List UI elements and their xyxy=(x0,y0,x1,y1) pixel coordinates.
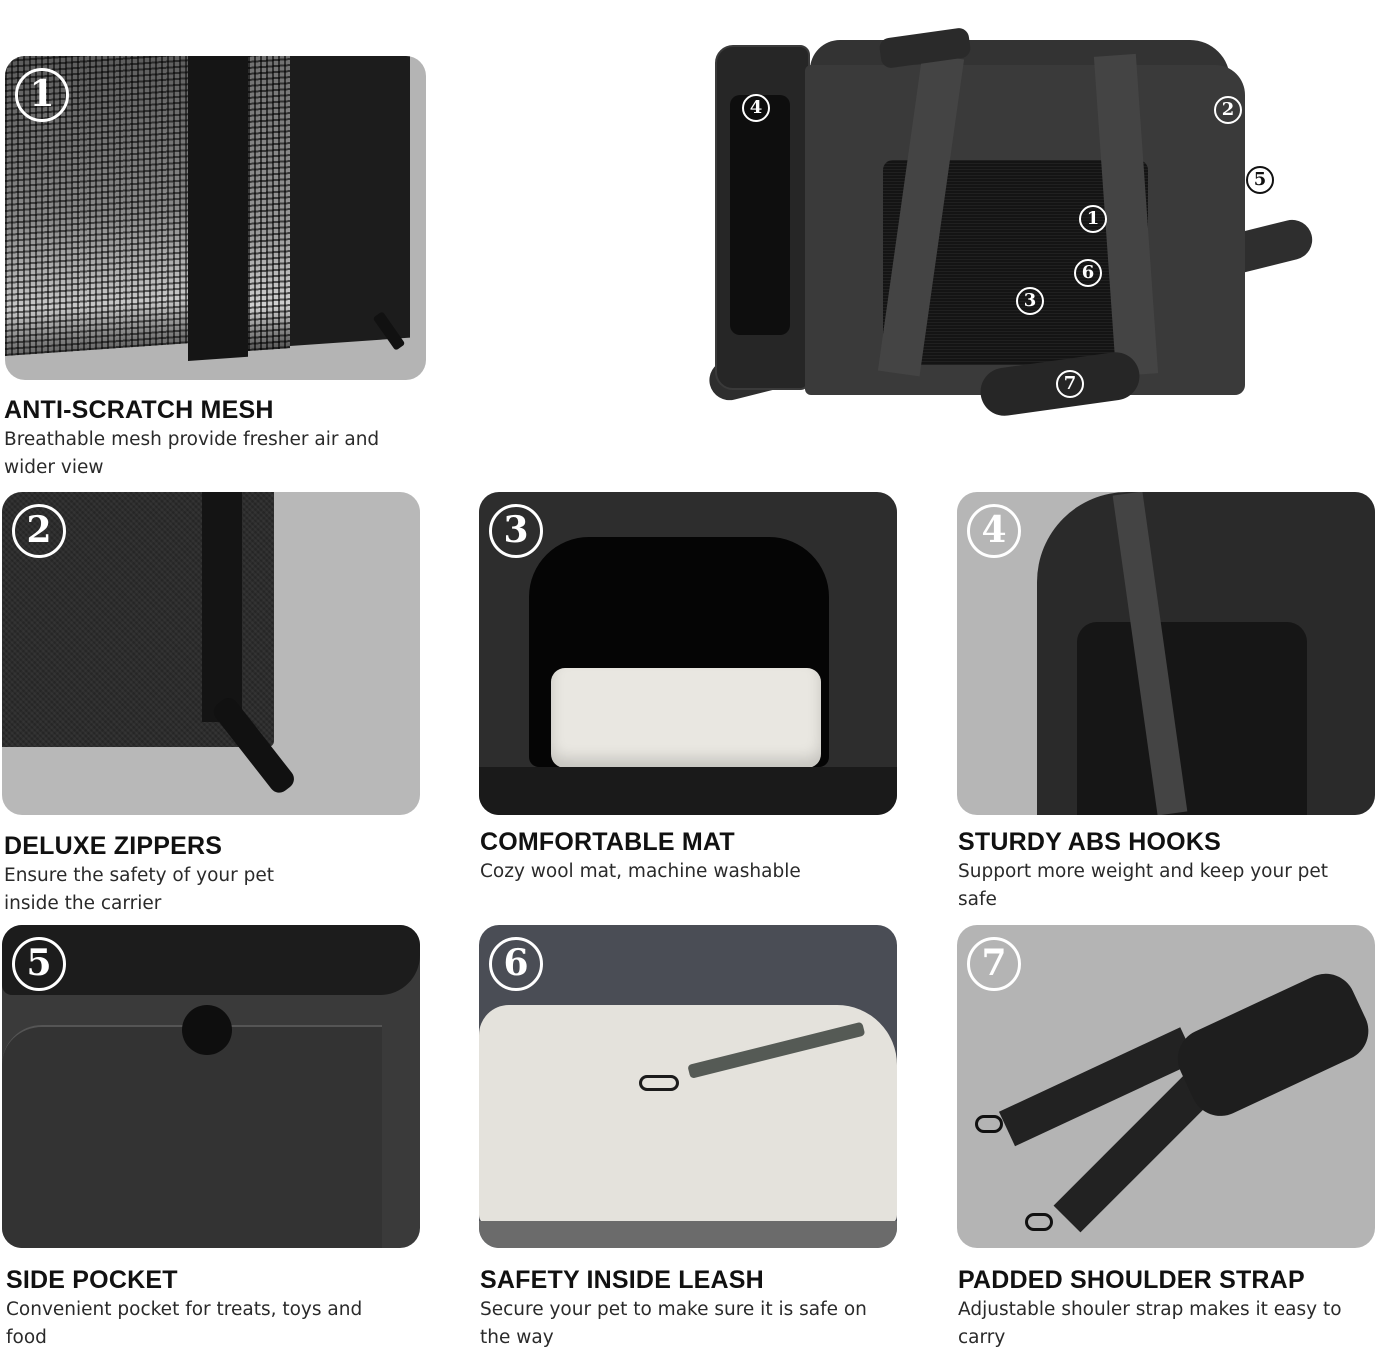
feature-caption-hooks: STURDY ABS HOOKS Support more weight and… xyxy=(958,827,1377,913)
side-pocket xyxy=(2,1025,382,1248)
feature-caption-zippers: DELUXE ZIPPERS Ensure the safety of your… xyxy=(4,831,434,917)
strap-ring xyxy=(182,1005,232,1055)
feature-desc-line1: Ensure the safety of your pet xyxy=(4,865,275,886)
feature-desc-line2: inside the carrier xyxy=(4,893,162,914)
feature-image-mesh: 1 xyxy=(5,56,426,380)
badge-number-4: 4 xyxy=(967,504,1021,558)
badge-number-2: 2 xyxy=(12,504,66,558)
feature-title: PADDED SHOULDER STRAP xyxy=(958,1266,1305,1294)
mesh-strap xyxy=(188,56,248,362)
leash-clip xyxy=(639,1075,679,1091)
badge-number-5: 5 xyxy=(12,937,66,991)
feature-caption-pocket: SIDE POCKET Convenient pocket for treats… xyxy=(6,1265,436,1351)
hero-marker-1: 1 xyxy=(1079,205,1107,233)
shoulder-pad xyxy=(1167,963,1375,1126)
feature-image-zippers: 2 xyxy=(2,492,420,815)
hero-marker-5: 5 xyxy=(1246,166,1274,194)
hero-marker-7: 7 xyxy=(1056,370,1084,398)
door-flap xyxy=(479,767,897,815)
carrier-body xyxy=(290,56,410,346)
hook-icon xyxy=(975,1115,1003,1133)
hero-marker-4: 4 xyxy=(742,94,770,122)
feature-desc-line1: Convenient pocket for treats, toys and xyxy=(6,1299,363,1320)
feature-desc-line2: carry xyxy=(958,1327,1006,1348)
badge-number-1: 1 xyxy=(15,68,69,122)
feature-desc-line2: food xyxy=(6,1327,47,1348)
feature-caption-leash: SAFETY INSIDE LEASH Secure your pet to m… xyxy=(480,1265,910,1351)
carrier-mesh xyxy=(1077,622,1307,815)
feature-image-strap: 7 xyxy=(957,925,1375,1248)
feature-title: SAFETY INSIDE LEASH xyxy=(480,1266,764,1294)
feature-image-leash: 6 xyxy=(479,925,897,1248)
feature-desc-line2: safe xyxy=(958,889,997,910)
feature-desc-line1: Adjustable shouler strap makes it easy t… xyxy=(958,1299,1342,1320)
feature-desc-line2: wider view xyxy=(4,457,104,478)
feature-desc-line1: Cozy wool mat, machine washable xyxy=(480,861,801,882)
feature-image-mat: 3 xyxy=(479,492,897,815)
mesh-window-narrow xyxy=(248,56,290,351)
feature-title: ANTI-SCRATCH MESH xyxy=(4,396,274,424)
wool-mat xyxy=(551,668,821,768)
badge-number-6: 6 xyxy=(489,937,543,991)
feature-desc-line1: Secure your pet to make sure it is safe … xyxy=(480,1299,867,1320)
feature-caption-mat: COMFORTABLE MAT Cozy wool mat, machine w… xyxy=(480,827,910,885)
zipper-seam xyxy=(202,492,242,722)
feature-title: SIDE POCKET xyxy=(6,1266,178,1294)
feature-caption-strap: PADDED SHOULDER STRAP Adjustable shouler… xyxy=(958,1265,1377,1351)
hero-product-image xyxy=(700,25,1340,420)
feature-caption-mesh: ANTI-SCRATCH MESH Breathable mesh provid… xyxy=(4,395,434,481)
hero-side-mesh xyxy=(730,95,790,335)
feature-title: COMFORTABLE MAT xyxy=(480,828,735,856)
feature-desc-line2: the way xyxy=(480,1327,554,1348)
hero-marker-3: 3 xyxy=(1016,287,1044,315)
carrier-top xyxy=(2,925,420,995)
feature-image-pocket: 5 xyxy=(2,925,420,1248)
feature-title: STURDY ABS HOOKS xyxy=(958,828,1221,856)
hero-marker-6: 6 xyxy=(1074,259,1102,287)
feature-desc-line1: Breathable mesh provide fresher air and xyxy=(4,429,380,450)
feature-title: DELUXE ZIPPERS xyxy=(4,832,223,860)
feature-image-hooks: 4 xyxy=(957,492,1375,815)
hook-icon xyxy=(1025,1213,1053,1231)
carrier-base xyxy=(479,1221,897,1248)
hero-marker-2: 2 xyxy=(1214,96,1242,124)
badge-number-7: 7 xyxy=(967,937,1021,991)
feature-desc-line1: Support more weight and keep your pet xyxy=(958,861,1329,882)
badge-number-3: 3 xyxy=(489,504,543,558)
